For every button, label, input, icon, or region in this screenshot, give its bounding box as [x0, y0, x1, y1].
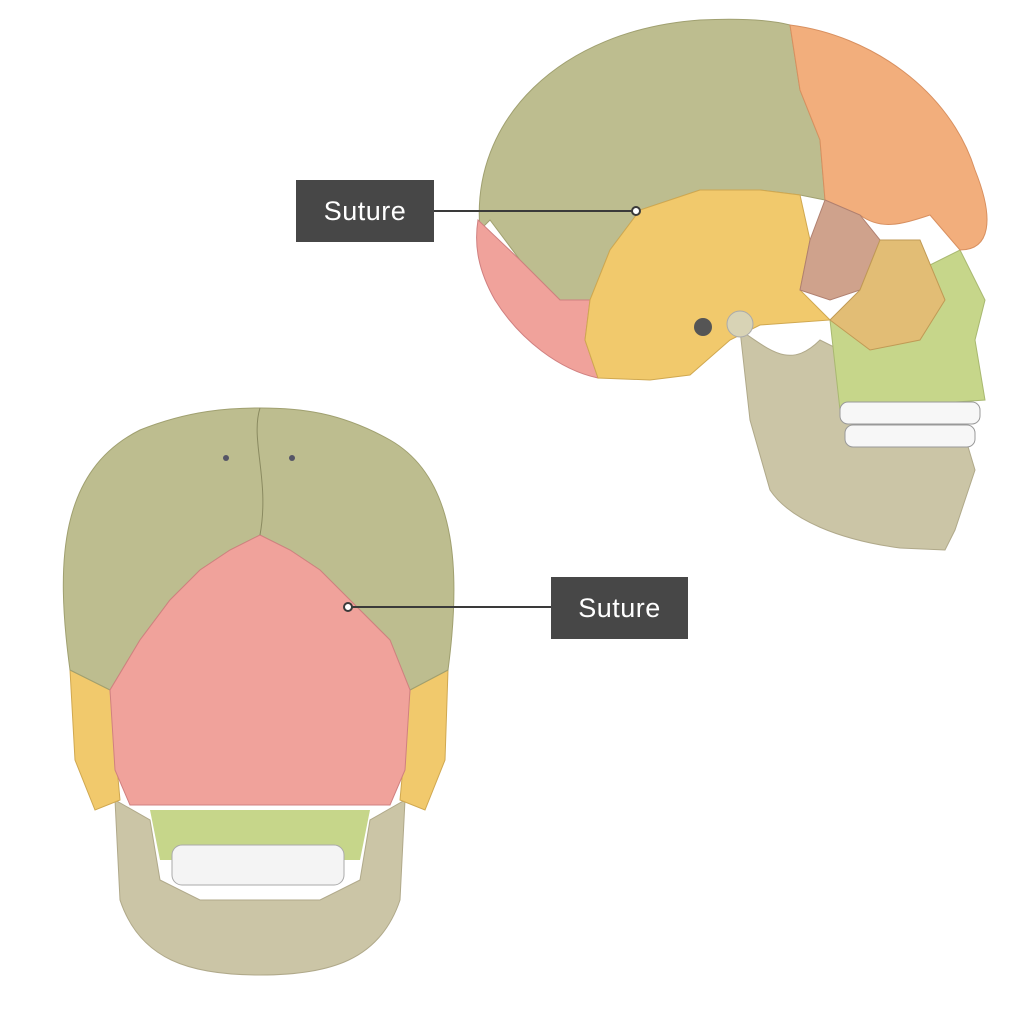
suture-label-posterior: Suture	[551, 577, 688, 639]
ear-canal	[694, 318, 712, 336]
lateral-sphenoid	[799, 199, 881, 301]
lateral-frontal	[789, 24, 988, 251]
posterior-parietal	[62, 407, 455, 691]
parietal-foramen-right	[289, 455, 295, 461]
posterior-skull	[62, 407, 455, 976]
leader-dot-1	[631, 206, 641, 216]
parietal-foramen-left	[223, 455, 229, 461]
posterior-occipital	[109, 534, 411, 806]
condyle	[726, 310, 754, 338]
sagittal-suture	[256, 407, 264, 536]
suture-label-lateral: Suture	[296, 180, 434, 242]
lateral-zygomatic	[829, 239, 946, 351]
posterior-mandible	[114, 799, 406, 976]
lateral-teeth	[839, 401, 981, 448]
posterior-teeth	[171, 844, 345, 886]
lateral-temporal	[584, 189, 832, 381]
lateral-skull	[476, 18, 988, 551]
leader-dot-2	[343, 602, 353, 612]
